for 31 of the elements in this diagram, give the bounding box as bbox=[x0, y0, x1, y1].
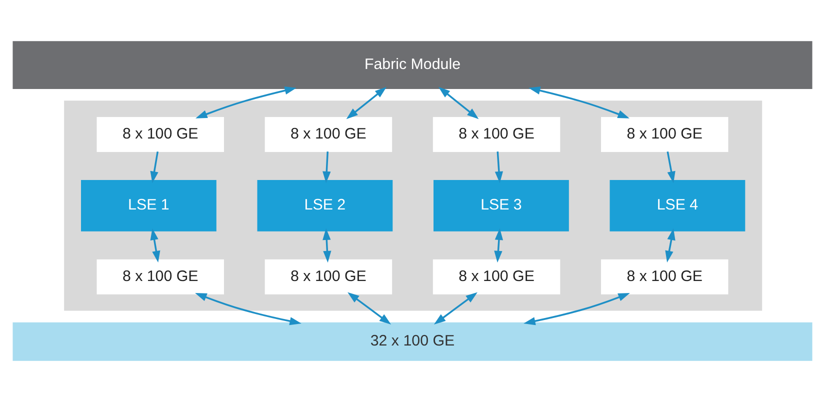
arrow bbox=[348, 292, 392, 325]
arrow bbox=[150, 228, 160, 263]
arrow bbox=[346, 86, 387, 120]
arrow bbox=[494, 228, 504, 263]
arrow bbox=[434, 292, 478, 325]
node-box: 8 x 100 GE bbox=[601, 116, 728, 152]
arrow bbox=[666, 151, 676, 184]
arrow bbox=[665, 228, 676, 263]
arrow bbox=[494, 152, 504, 184]
node-box: LSE 1 bbox=[81, 180, 216, 232]
node-box: 8 x 100 GE bbox=[264, 259, 392, 294]
node-box: LSE 2 bbox=[257, 180, 393, 232]
arrow bbox=[528, 86, 630, 118]
node-box: 8 x 100 GE bbox=[96, 259, 224, 294]
arrow bbox=[196, 86, 296, 118]
arrow bbox=[524, 292, 630, 326]
arrow bbox=[150, 151, 159, 184]
node-box: LSE 3 bbox=[434, 180, 569, 232]
arrow bbox=[195, 292, 302, 326]
node-box: Fabric Module bbox=[12, 41, 812, 89]
node-box: LSE 4 bbox=[610, 180, 746, 232]
node-box: 8 x 100 GE bbox=[432, 259, 560, 294]
arrow bbox=[322, 152, 331, 184]
node-box: 8 x 100 GE bbox=[96, 116, 224, 152]
node-box: 8 x 100 GE bbox=[601, 259, 728, 294]
arrow bbox=[438, 86, 479, 120]
node-box: 32 x 100 GE bbox=[12, 322, 812, 361]
node-box: 8 x 100 GE bbox=[432, 116, 560, 152]
arrow bbox=[322, 228, 332, 263]
cluster bbox=[64, 100, 762, 311]
node-box: 8 x 100 GE bbox=[264, 116, 392, 152]
